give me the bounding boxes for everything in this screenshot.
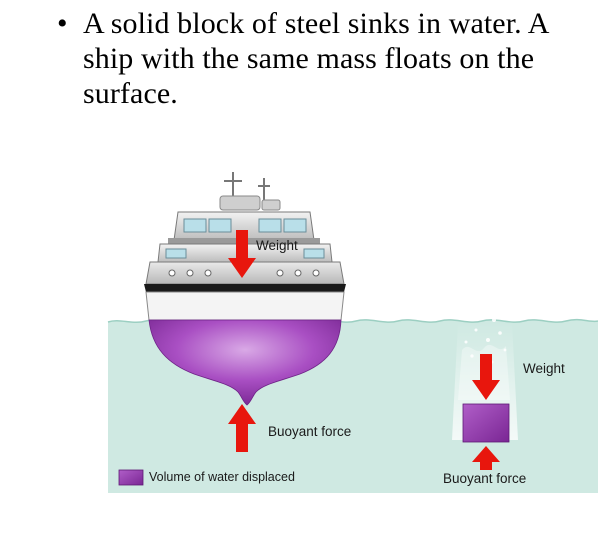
ship-hull-band [144, 284, 346, 292]
block-buoyant-label: Buoyant force [443, 471, 527, 486]
steel-block [462, 403, 510, 443]
ship-bridge-windows [183, 218, 307, 233]
block-weight-arrow [472, 354, 500, 400]
ship-funnel [219, 195, 261, 211]
bullet-dot: • [57, 7, 68, 40]
ship-buoyant-arrow [228, 404, 256, 452]
ship-buoyant-label: Buoyant force [268, 424, 352, 439]
legend-label: Volume of water displaced [149, 470, 295, 484]
bullet-text: A solid block of steel sinks in water. A… [83, 7, 548, 110]
ship [144, 172, 346, 406]
ship-hull-white [145, 291, 345, 321]
block-weight-label: Weight [523, 361, 565, 376]
ship-portholes [168, 269, 320, 277]
ship-weight-label: Weight [256, 238, 298, 253]
ship-weight-arrow [228, 230, 256, 278]
block-buoyant-arrow [472, 446, 500, 470]
ship-hull-submerged [148, 319, 342, 406]
bubbles [464, 310, 507, 364]
legend-swatch [118, 469, 144, 486]
ship-mast [224, 172, 270, 200]
